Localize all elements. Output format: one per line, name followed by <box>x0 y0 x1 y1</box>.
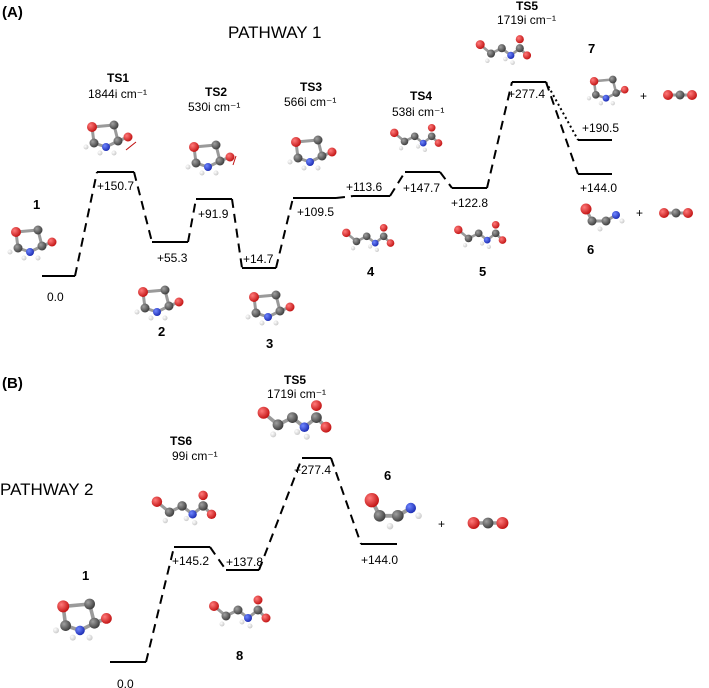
label-2: 2 <box>158 324 165 339</box>
label-ts4: TS4 <box>410 89 432 103</box>
connector-ts5-6 <box>545 81 579 175</box>
freq-ts1: 1844i cm⁻¹ <box>88 87 147 101</box>
plus-7: + <box>640 89 647 103</box>
label-ts2: TS2 <box>205 85 227 99</box>
label-ts1: TS1 <box>107 71 129 85</box>
co2-b-6-icon <box>465 515 511 531</box>
molecule-ts1-icon <box>82 119 134 157</box>
energy-3: +14.7 <box>243 252 274 266</box>
panel-b-label: (B) <box>2 375 23 392</box>
molecule-2-icon <box>133 284 185 322</box>
molecule-7-icon <box>585 74 630 107</box>
energy-b-6: +144.0 <box>361 553 398 567</box>
connector-5-ts5 <box>486 81 513 189</box>
energy-5: +122.8 <box>451 196 488 210</box>
molecule-b-8-icon <box>207 594 272 630</box>
label-7: 7 <box>588 41 595 56</box>
label-ts5: TS5 <box>516 0 538 13</box>
energy-b-ts6: +145.2 <box>172 554 209 568</box>
connector-1-ts1 <box>74 171 98 277</box>
energy-ts5: +277.4 <box>508 87 545 101</box>
energy-ts1: +150.7 <box>97 179 134 193</box>
energy-b-ts5: +277.4 <box>294 463 331 477</box>
panel-b-title: PATHWAY 2 <box>0 480 94 499</box>
label-4: 4 <box>367 264 375 279</box>
connector-1-ts6 <box>145 546 175 663</box>
connector-ts3-4 <box>335 195 354 199</box>
freq-ts5: 1719i cm⁻¹ <box>497 13 556 27</box>
molecule-3-icon <box>244 289 296 327</box>
molecule-ts2-icon <box>184 139 236 177</box>
co2-7-icon <box>661 88 699 102</box>
molecule-6-icon <box>579 202 626 233</box>
connector-ts5-7 <box>545 81 579 141</box>
label-3: 3 <box>266 336 273 351</box>
label-5: 5 <box>479 264 486 279</box>
connector-ts5-6 <box>330 457 362 545</box>
freq-ts3: 566i cm⁻¹ <box>284 95 336 109</box>
molecule-b-1-icon <box>51 596 114 643</box>
freq-ts2: 530i cm⁻¹ <box>188 100 240 114</box>
panel-a-title: PATHWAY 1 <box>228 23 322 42</box>
energy-7: +190.5 <box>582 121 619 135</box>
energy-1: 0.0 <box>47 290 64 304</box>
ts1-imaginary-mode-arrow <box>125 141 137 151</box>
energy-ts2: +91.9 <box>198 207 229 221</box>
connector-ts4-5 <box>439 171 453 189</box>
molecule-5-icon <box>452 219 508 251</box>
connector-3-ts3 <box>275 197 294 269</box>
label-ts3: TS3 <box>300 80 322 94</box>
plus-b-6: + <box>438 517 445 531</box>
label-b-ts5: TS5 <box>284 373 306 387</box>
energy-6: +144.0 <box>580 181 617 195</box>
connector-4-ts4 <box>389 171 406 197</box>
freq-ts4: 538i cm⁻¹ <box>392 105 444 119</box>
co2-6-icon <box>657 206 695 220</box>
label-b-8: 8 <box>236 648 243 663</box>
connector-2-ts2 <box>187 198 197 243</box>
label-1: 1 <box>33 197 40 212</box>
energy-ts4: +147.7 <box>403 181 440 195</box>
plus-6: + <box>636 206 643 220</box>
panel-a-label: (A) <box>2 4 23 21</box>
molecule-1-icon <box>6 224 58 262</box>
label-b-1: 1 <box>82 568 89 583</box>
energy-b-8: +137.8 <box>226 555 263 569</box>
energy-ts3: +109.5 <box>297 205 334 219</box>
molecule-b-ts6-icon <box>150 489 218 527</box>
ts2-imaginary-mode-arrow <box>232 155 237 166</box>
label-b-6: 6 <box>384 468 391 483</box>
label-b-ts6: TS6 <box>170 434 192 448</box>
label-6: 6 <box>587 242 594 257</box>
molecule-b-6-icon <box>362 491 424 532</box>
freq-b-ts6: 99i cm⁻¹ <box>172 449 218 463</box>
energy-2: +55.3 <box>157 251 188 265</box>
molecule-ts4-icon <box>388 122 444 154</box>
molecule-ts5-icon <box>474 33 533 67</box>
energy-4: +113.6 <box>346 180 382 194</box>
connector-ts1-2 <box>133 171 153 243</box>
freq-b-ts5: 1719i cm⁻¹ <box>267 387 326 401</box>
connector-8-ts5 <box>258 457 303 571</box>
connector-ts2-3 <box>231 198 243 269</box>
energy-b-1: 0.0 <box>117 677 134 688</box>
molecule-ts3-icon <box>286 134 338 172</box>
connector-ts6-8 <box>209 546 227 571</box>
molecule-4-icon <box>340 222 396 254</box>
molecule-b-ts5-icon <box>255 398 334 442</box>
